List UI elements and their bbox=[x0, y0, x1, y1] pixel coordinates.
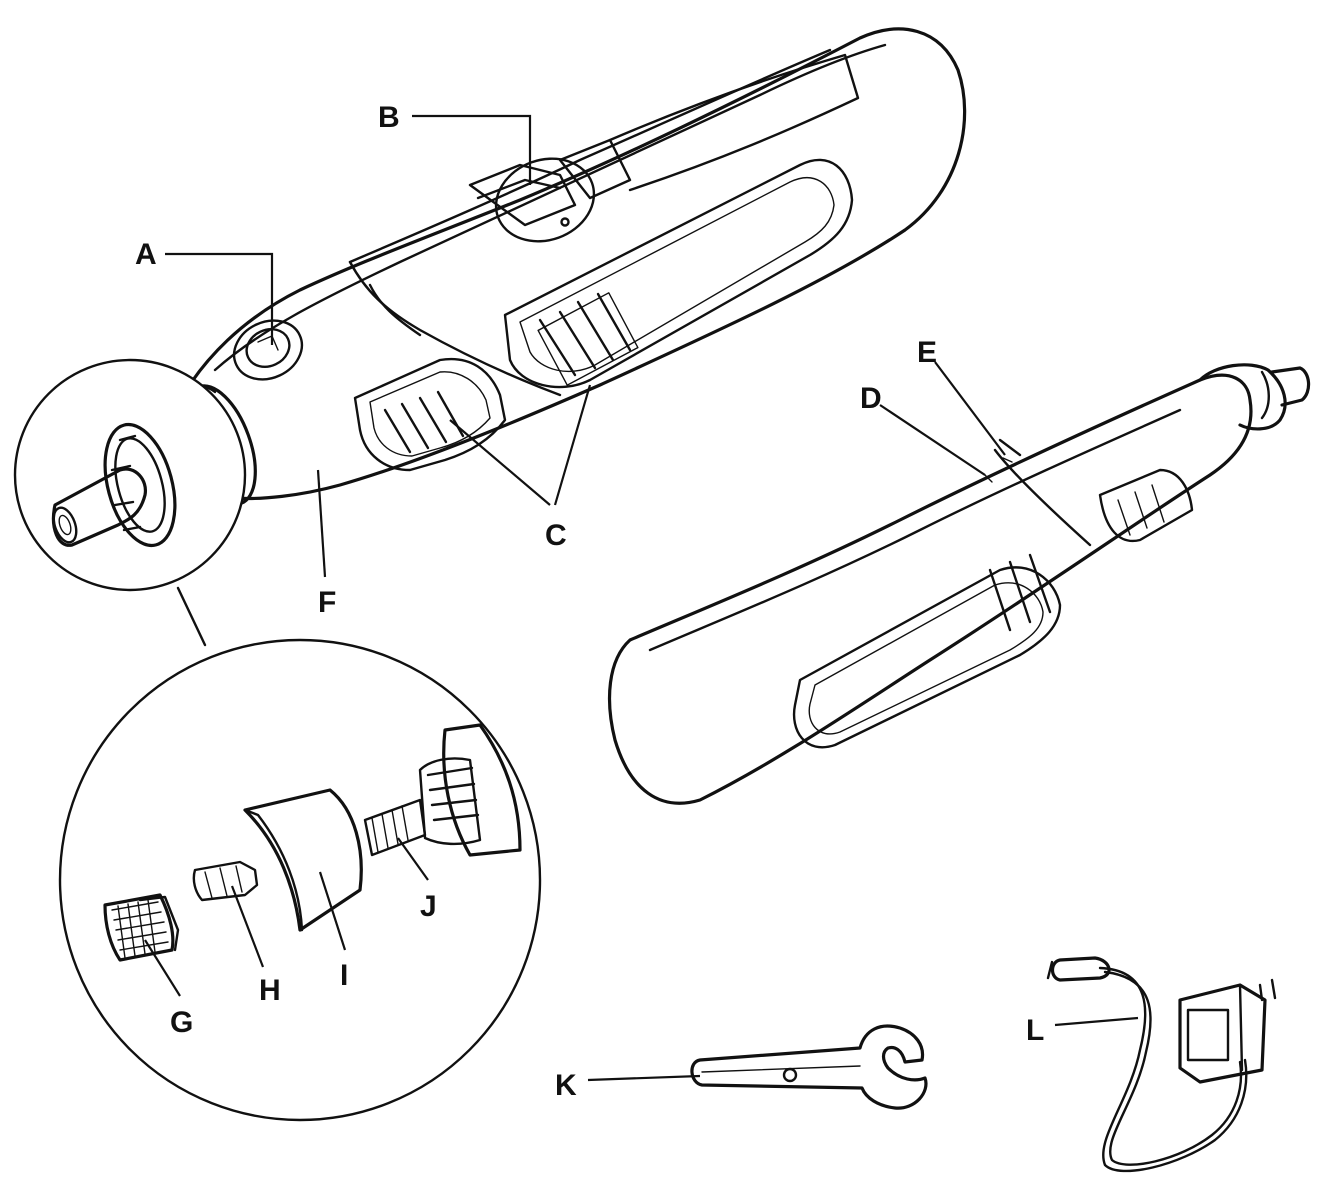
chuck-detail-circle bbox=[13, 358, 247, 592]
leader-lines bbox=[144, 114, 1139, 1082]
label-g: G bbox=[170, 1006, 193, 1039]
label-e: E bbox=[917, 336, 937, 369]
label-j: J bbox=[420, 890, 437, 923]
label-h: H bbox=[259, 974, 281, 1007]
label-k: K bbox=[555, 1069, 577, 1102]
label-a: A bbox=[135, 238, 157, 271]
label-c: C bbox=[545, 519, 567, 552]
label-f: F bbox=[318, 586, 336, 619]
label-d: D bbox=[860, 382, 882, 415]
label-b: B bbox=[378, 101, 400, 134]
charger-adapter bbox=[1046, 956, 1277, 1173]
label-l: L bbox=[1026, 1014, 1044, 1047]
label-i: I bbox=[340, 959, 348, 992]
detail-connector bbox=[176, 586, 207, 647]
wrench bbox=[690, 1024, 928, 1110]
second-tool-body bbox=[607, 363, 1311, 805]
exploded-view-circle bbox=[58, 638, 542, 1122]
